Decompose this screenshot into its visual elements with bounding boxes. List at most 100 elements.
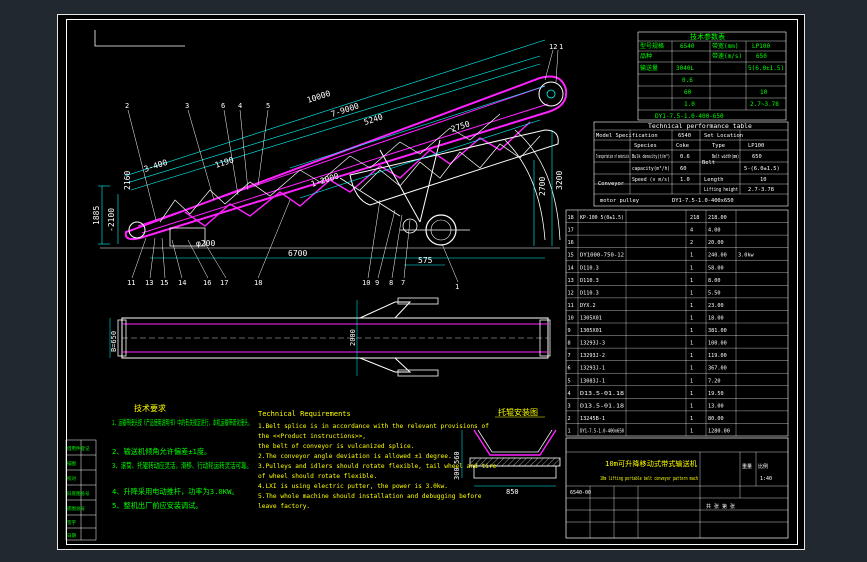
perf-cn-model-label: 型号规格 <box>640 42 664 50</box>
bom-cell: 13.00 <box>708 403 724 409</box>
notes-en-5: 3.Pulleys and idlers should rotate flexi… <box>258 463 497 470</box>
left-block-3: 旧底图总号 <box>67 490 90 497</box>
notes-en-7: 4.LXI is using electric putter, the powe… <box>258 483 448 490</box>
bom-cell: 1 <box>690 328 693 334</box>
perf-cn-val-3: 60 <box>684 89 692 96</box>
bom-cell: 23.00 <box>708 303 724 309</box>
dim-section-height-560: 560 <box>453 451 461 464</box>
bom-cell: 1 <box>690 341 693 347</box>
callout-3: 3 <box>185 102 189 110</box>
bom-cell: 13293J-2 <box>580 353 605 359</box>
section-title: 托辊安装图 <box>498 407 538 417</box>
bom-cell: 367.00 <box>708 366 727 372</box>
bom-cell: 100.00 <box>708 341 727 347</box>
callout-5: 5 <box>266 102 270 110</box>
bom-cell: 1 <box>690 353 693 359</box>
perf-en-set-location: Set Location <box>704 133 743 139</box>
bom-cell: 3 <box>568 403 571 409</box>
title-scale-label: 比例 <box>758 463 768 470</box>
perf-en-lifting-label: Lifting height <box>704 187 738 193</box>
head-pulley-hub <box>546 89 556 99</box>
notes-en-8: 5.The whole machine should installation … <box>258 493 482 500</box>
dim-total-length: 10000 <box>306 89 332 105</box>
notes-cn-1: 1、运输带接头按《产品使用说明书》中的有关规定进行，本机运输带硫化接头。 <box>112 418 252 427</box>
bom-cell: 17 <box>568 228 574 234</box>
title-drawing-no: 6540-00 <box>570 490 591 496</box>
bom-cell: 1 <box>690 265 693 271</box>
title-sheet-label: 共 张 第 张 <box>706 503 735 510</box>
perf-cn-rows-2-0: 输送量 <box>640 64 658 72</box>
callout-8: 8 <box>389 279 393 287</box>
frame-line-upper <box>137 85 546 227</box>
dim-plan-width: 2000 <box>349 329 357 346</box>
callout-1b: 1 <box>455 283 459 291</box>
perf-cn-right-4: 2.7~3.78 <box>750 101 779 108</box>
bom-cell: 13293J-3 <box>580 341 605 347</box>
callout-4: 4 <box>238 102 242 110</box>
truss-detail <box>159 113 501 223</box>
wheel-small <box>402 218 418 234</box>
title-scale-value: 1:40 <box>760 476 772 482</box>
bom-cell: 1305X01 <box>580 315 602 321</box>
support-strut-1 <box>379 149 421 223</box>
arc-guide-1 <box>504 139 546 241</box>
bom-cell: 4 <box>568 391 571 397</box>
drawing-sheet <box>57 14 805 550</box>
bom-cell: 13083J-1 <box>580 378 605 384</box>
perf-en-model-label: Model Specification <box>596 133 658 139</box>
callout-17: 17 <box>220 279 228 287</box>
support-strut-3 <box>339 177 401 217</box>
bom-cell: D110.3 <box>580 265 599 271</box>
arc-guide-2 <box>514 129 561 241</box>
notes-en-3: the belt of conveyor is vulcanized splic… <box>258 443 414 450</box>
bom-cell: 14 <box>568 265 574 271</box>
bom-cell: 7.20 <box>708 378 721 384</box>
title-en: 10m lifting portable belt conveyor patte… <box>600 476 698 482</box>
bom-cell: 4 <box>690 228 693 234</box>
dim-belt-width: B=650 <box>110 331 118 352</box>
notes-en-9: leave factory. <box>258 503 310 510</box>
notes-en-6: of wheel should rotate flexible. <box>258 473 377 480</box>
notes-cn-2: 2、输送机倾角允许偏差±1度。 <box>112 447 211 456</box>
bom-cell: D110.3 <box>580 278 599 284</box>
perf-en-motor-value: DY1-7.5-1.0-400x650 <box>672 198 734 204</box>
perf-cn-val-0: 6540 <box>680 43 695 50</box>
bom-cell: 1 <box>690 391 693 397</box>
bom-cell: 9 <box>568 328 571 334</box>
callout-13: 13 <box>145 279 153 287</box>
bom-cell: DY1-7.5-1.0-400x650 <box>580 428 624 434</box>
left-block-6: 日期 <box>67 533 76 539</box>
dim-height-2100: -2100 <box>107 208 116 232</box>
perf-table-cn: 技术参数表 型号规格 6540 3040L 0.6 60 1.0 带宽(mm) … <box>637 31 787 121</box>
bom-cell: 6 <box>568 366 571 372</box>
dim-base-length: 6700 <box>288 249 307 258</box>
perf-cn-footer: DY1-7.5-1.0-400-650 <box>655 113 724 120</box>
notes-cn-5: 5、整机出厂前应安装调试。 <box>112 501 203 510</box>
perf-en-speed-value: 1.0 <box>680 177 690 183</box>
callout-6: 6 <box>221 102 225 110</box>
dim-height-2700: 2700 <box>538 177 547 196</box>
callout-18: 18 <box>254 279 262 287</box>
perf-en-length-value: 10 <box>760 177 767 183</box>
callout-1: 1 <box>559 43 563 51</box>
bom-cell: 218.00 <box>708 215 727 221</box>
bom-cell: 381.00 <box>708 328 727 334</box>
dim-wheel-spacing: 575 <box>418 256 433 265</box>
bom-cell: 8.00 <box>708 278 721 284</box>
support-strut-2 <box>419 139 441 223</box>
bom-cell: 10 <box>568 315 574 321</box>
left-block-5: 签字 <box>67 519 76 526</box>
bom-cell: 1 <box>690 290 693 296</box>
callout-2: 2 <box>125 102 129 110</box>
notes-en-4: 2.The conveyor angle deviation is allowe… <box>258 453 452 460</box>
dim-height-1885: 1885 <box>92 206 101 225</box>
perf-cn-right-2: 5(6.0±1.5) <box>748 65 784 72</box>
perf-en-lifting-value: 2.7-3.78 <box>748 187 774 193</box>
perf-en-belt-label: Belt <box>702 160 715 166</box>
left-block-2: 校对 <box>67 475 76 482</box>
title-weight-label: 重量 <box>742 463 752 470</box>
notes-en: Technical Requirements 1.Belt splice is … <box>258 410 497 510</box>
bom-cell: D110.3 <box>580 290 599 296</box>
bom-cell: 18 <box>568 215 574 221</box>
